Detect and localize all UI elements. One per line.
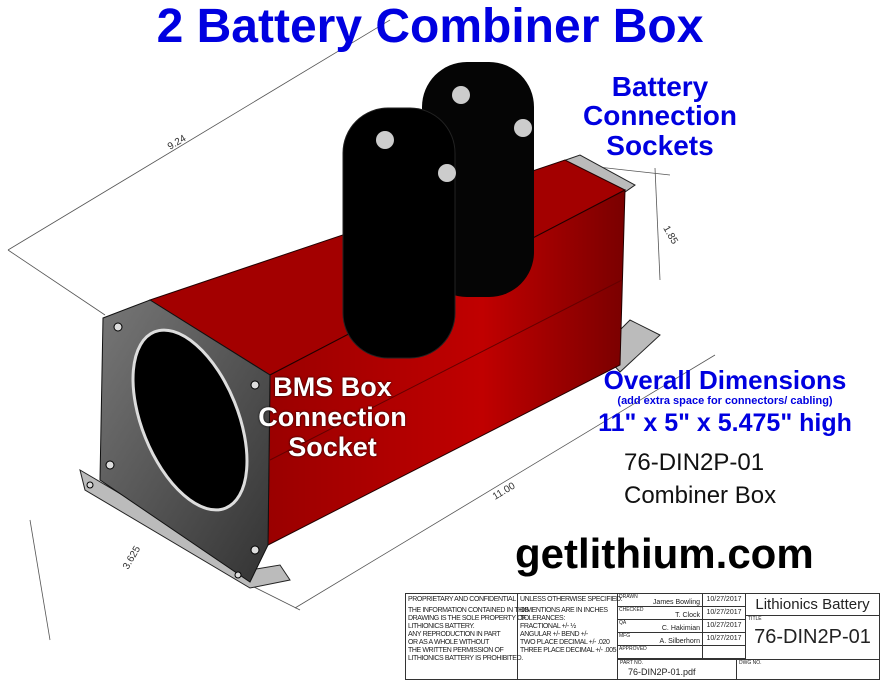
tolerances: UNLESS OTHERWISE SPECIFIED: DIMENTIONS A… xyxy=(518,594,623,679)
approval-date: 10/27/2017 xyxy=(702,620,746,632)
proprietary-line: THE WRITTEN PERMISSION OF xyxy=(408,647,504,654)
proprietary-line: THE INFORMATION CONTAINED IN THIS xyxy=(408,607,529,614)
tolerance-line: FRACTIONAL +/- ½ xyxy=(520,623,576,630)
bms-socket-opening xyxy=(131,328,249,512)
tolerance-line: THREE PLACE DECIMAL +/- .005 xyxy=(520,647,617,654)
dimension-lines xyxy=(7,19,716,641)
title-label: TITLE xyxy=(748,616,762,622)
approval-date: 10/27/2017 xyxy=(702,607,746,619)
company-name: Lithionics Battery xyxy=(755,596,870,613)
screw-icons xyxy=(86,322,260,579)
tolerance-line: ANGULAR +/- BEND +/- xyxy=(520,631,588,638)
overall-dimensions-heading: Overall Dimensions xyxy=(603,365,847,395)
approval-date: 10/27/2017 xyxy=(702,633,746,645)
approval-role: CHECKED xyxy=(619,607,644,613)
approval-name: James Bowling xyxy=(652,599,700,606)
approval-role: QA xyxy=(619,620,627,626)
proprietary-line: PROPRIETARY AND CONFIDENTIAL xyxy=(408,596,516,603)
tolerance-line: TOLERANCES: xyxy=(520,615,565,622)
dimension-11-00: 11.00 xyxy=(491,480,518,502)
dwg-no-label: DWG NO. xyxy=(736,659,762,680)
approval-role: MFG xyxy=(619,633,631,639)
part-description: Combiner Box xyxy=(624,482,777,509)
approval-name: A. Silberhorn xyxy=(659,638,700,645)
proprietary-line: ANY REPRODUCTION IN PART xyxy=(408,631,501,638)
part-no-value: 76-DIN2P-01.pdf xyxy=(628,667,696,677)
part-no-label: PART NO. xyxy=(620,660,644,666)
tolerance-line: TWO PLACE DECIMAL +/- .020 xyxy=(520,639,610,646)
proprietary-line: DRAWING IS THE SOLE PROPERTY OF xyxy=(408,615,527,622)
proprietary-line: LITHIONICS BATTERY. xyxy=(408,623,475,630)
bms-socket-line: Connection xyxy=(258,402,407,433)
proprietary-line: LITHIONICS BATTERY IS PROHIBITED. xyxy=(408,655,523,662)
page-title: 2 Battery Combiner Box xyxy=(156,0,704,53)
approval-row: APPROVED xyxy=(618,646,746,659)
approval-name: C. Hakimian xyxy=(661,625,700,632)
proprietary-line: OR AS A WHOLE WITHOUT xyxy=(408,639,490,646)
approval-role: DRAWN xyxy=(619,594,638,600)
approval-role: APPROVED xyxy=(619,646,647,652)
tolerance-line: DIMENTIONS ARE IN INCHES xyxy=(520,607,608,614)
title-block: PROPRIETARY AND CONFIDENTIAL THE INFORMA… xyxy=(405,593,880,680)
drawing-title: 76-DIN2P-01 xyxy=(754,626,871,648)
approval-date: 10/27/2017 xyxy=(702,594,746,606)
approval-name: T. Clock xyxy=(675,612,700,619)
battery-sockets-line: Connection xyxy=(583,100,737,132)
dimension-9-24: 9.24 xyxy=(166,133,189,153)
battery-connector-front xyxy=(342,107,456,359)
website: getlithium.com xyxy=(515,530,814,577)
part-number: 76-DIN2P-01 xyxy=(624,449,765,476)
battery-sockets-line: Sockets xyxy=(606,129,714,161)
battery-sockets-line: Battery xyxy=(611,71,709,102)
overall-dimensions-note: (add extra space for connectors/ cabling… xyxy=(617,395,833,407)
approval-date xyxy=(702,646,746,658)
bms-socket-line: Socket xyxy=(288,432,377,463)
overall-dimensions-size: 11" x 5" x 5.475" high xyxy=(598,409,852,437)
proprietary-notice: PROPRIETARY AND CONFIDENTIAL THE INFORMA… xyxy=(406,594,529,679)
dimension-1-85: 1.85 xyxy=(660,224,679,247)
tolerance-line: UNLESS OTHERWISE SPECIFIED: xyxy=(520,596,623,603)
dimension-3-625: 3.625 xyxy=(121,544,143,572)
bms-socket-line: BMS Box xyxy=(273,372,392,402)
